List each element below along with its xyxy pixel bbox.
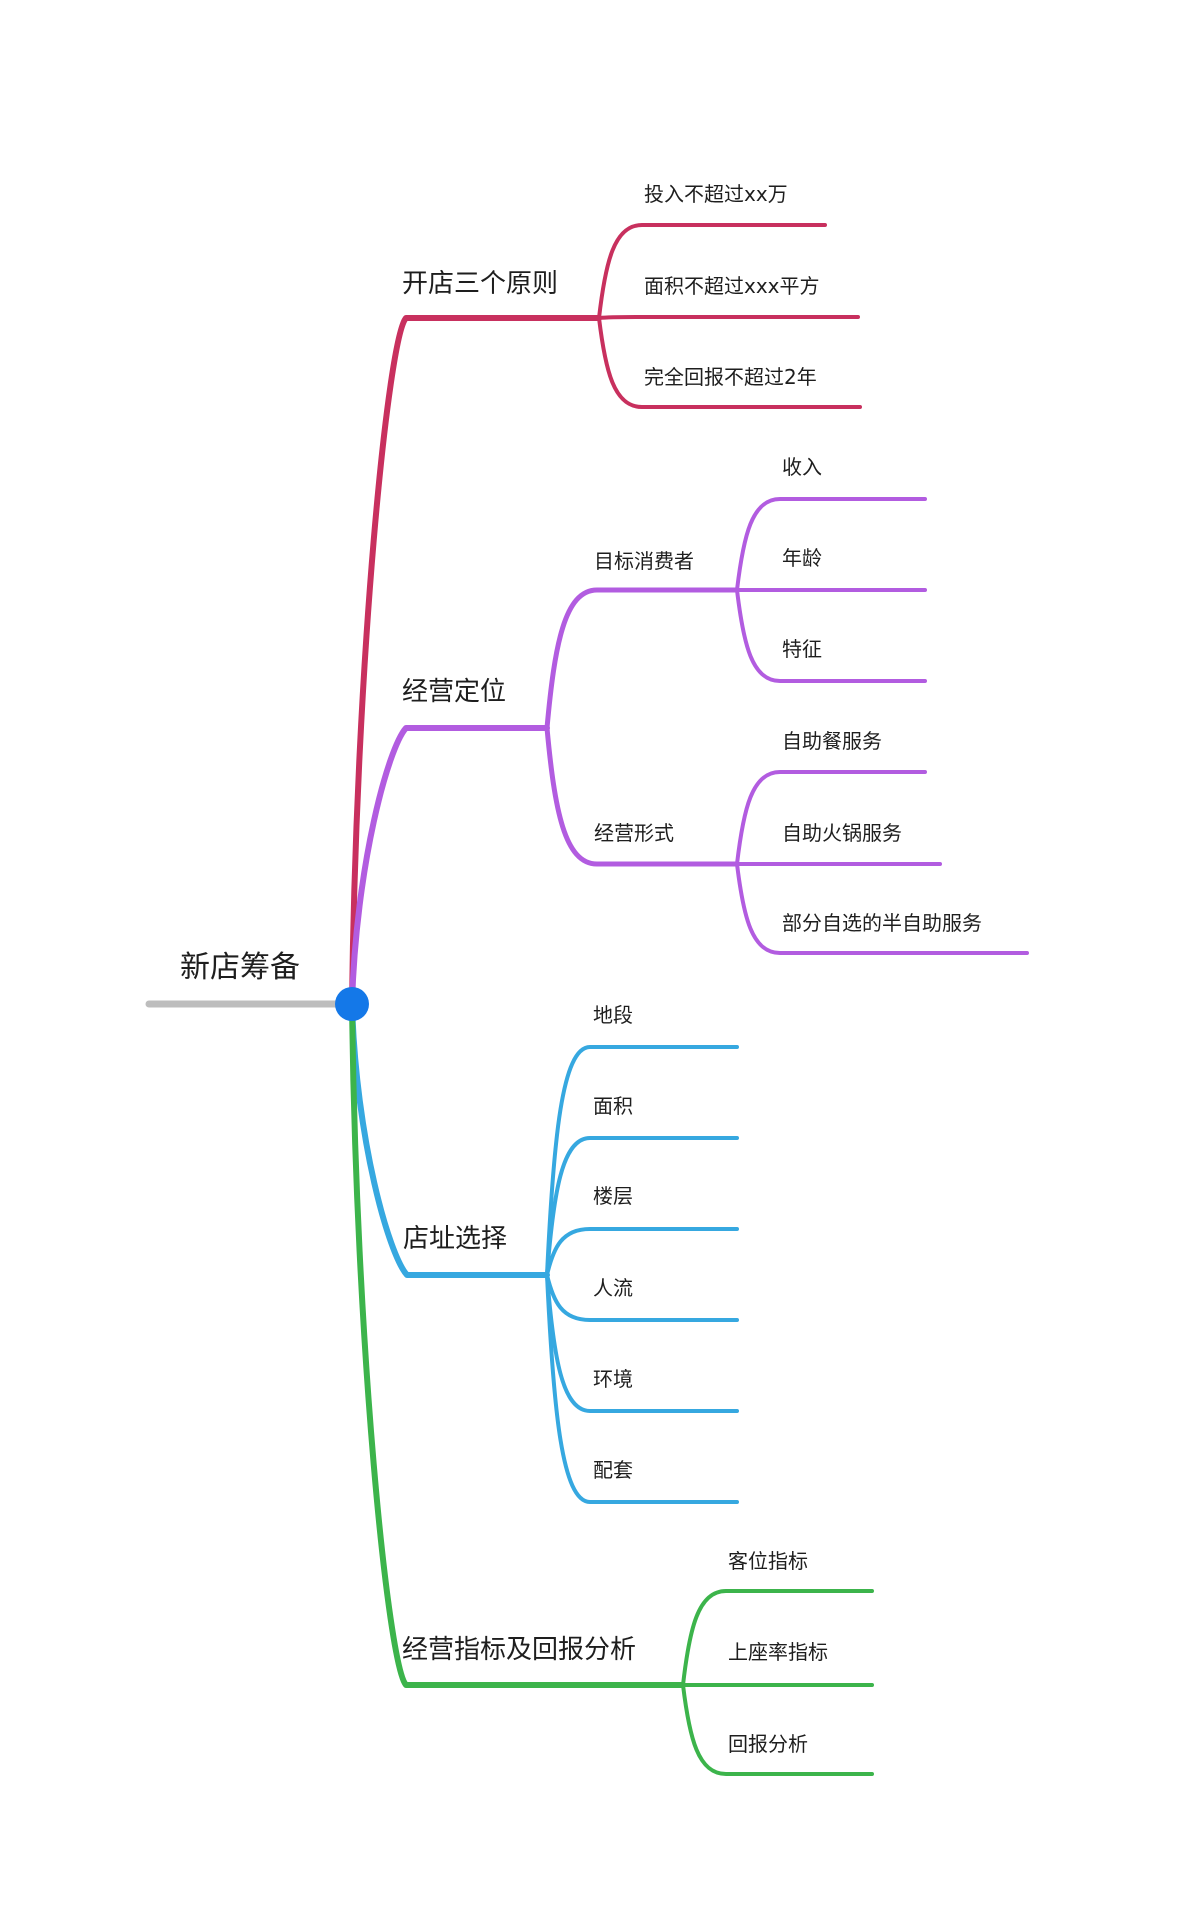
- subtopic-4-3[interactable]: 回报分析: [728, 1732, 808, 1756]
- branch-topic-2[interactable]: 经营定位: [402, 677, 507, 707]
- subtopic-link-4-3: [681, 1683, 874, 1776]
- subtopic-3-6[interactable]: 配套: [593, 1458, 633, 1482]
- leaf-topic-2-2-1[interactable]: 自助餐服务: [782, 729, 882, 753]
- subtopic-2-1[interactable]: 目标消费者: [594, 549, 694, 573]
- subtopic-1-1[interactable]: 投入不超过xx万: [644, 182, 788, 206]
- subtopic-3-4[interactable]: 人流: [593, 1276, 633, 1300]
- subtopic-link-4-1: [681, 1589, 874, 1687]
- subtopic-link-3-3: [545, 1227, 739, 1277]
- branch-link-2: [349, 725, 550, 1007]
- leaf-link-2-1-3: [735, 588, 927, 683]
- mind-map-links: [349, 223, 1029, 1776]
- leaf-topic-2-1-1[interactable]: 收入: [782, 455, 822, 479]
- subtopic-link-3-1: [545, 1045, 739, 1277]
- leaf-link-2-1-1: [735, 497, 927, 592]
- subtopic-link-1-3: [597, 316, 862, 409]
- subtopic-link-1-2: [597, 315, 860, 320]
- subtopic-link-1-1: [597, 223, 827, 320]
- subtopic-1-2[interactable]: 面积不超过xxx平方: [644, 274, 820, 298]
- root-topic[interactable]: 新店筹备: [180, 950, 300, 985]
- branch-topic-3[interactable]: 店址选择: [403, 1224, 508, 1254]
- subtopic-1-3[interactable]: 完全回报不超过2年: [644, 365, 817, 389]
- subtopic-3-1[interactable]: 地段: [593, 1003, 633, 1027]
- leaf-link-2-2-3: [735, 862, 1029, 955]
- leaf-link-2-2-1: [735, 770, 927, 866]
- leaf-topic-2-1-3[interactable]: 特征: [782, 637, 822, 661]
- subtopic-link-2-1: [544, 587, 740, 731]
- branch-topic-1[interactable]: 开店三个原则: [402, 269, 559, 299]
- branch-link-4: [349, 1001, 686, 1688]
- leaf-topic-2-2-3[interactable]: 部分自选的半自助服务: [782, 911, 982, 935]
- subtopic-3-3[interactable]: 楼层: [593, 1184, 633, 1208]
- subtopic-4-2[interactable]: 上座率指标: [728, 1640, 828, 1664]
- branch-link-1: [349, 315, 602, 1007]
- root-node-dot[interactable]: [335, 987, 369, 1021]
- subtopic-link-3-4: [545, 1273, 739, 1322]
- subtopic-3-2[interactable]: 面积: [593, 1094, 633, 1118]
- leaf-topic-2-1-2[interactable]: 年龄: [782, 546, 822, 570]
- leaf-topic-2-2-2[interactable]: 自助火锅服务: [782, 821, 902, 845]
- branch-topic-4[interactable]: 经营指标及回报分析: [402, 1635, 637, 1665]
- subtopic-4-1[interactable]: 客位指标: [728, 1549, 808, 1573]
- subtopic-3-5[interactable]: 环境: [593, 1367, 633, 1391]
- subtopic-link-3-6: [545, 1273, 739, 1504]
- subtopic-link-2-2: [544, 725, 740, 867]
- subtopic-2-2[interactable]: 经营形式: [594, 821, 674, 845]
- subtopic-link-3-5: [545, 1273, 739, 1413]
- subtopic-link-3-2: [545, 1136, 739, 1277]
